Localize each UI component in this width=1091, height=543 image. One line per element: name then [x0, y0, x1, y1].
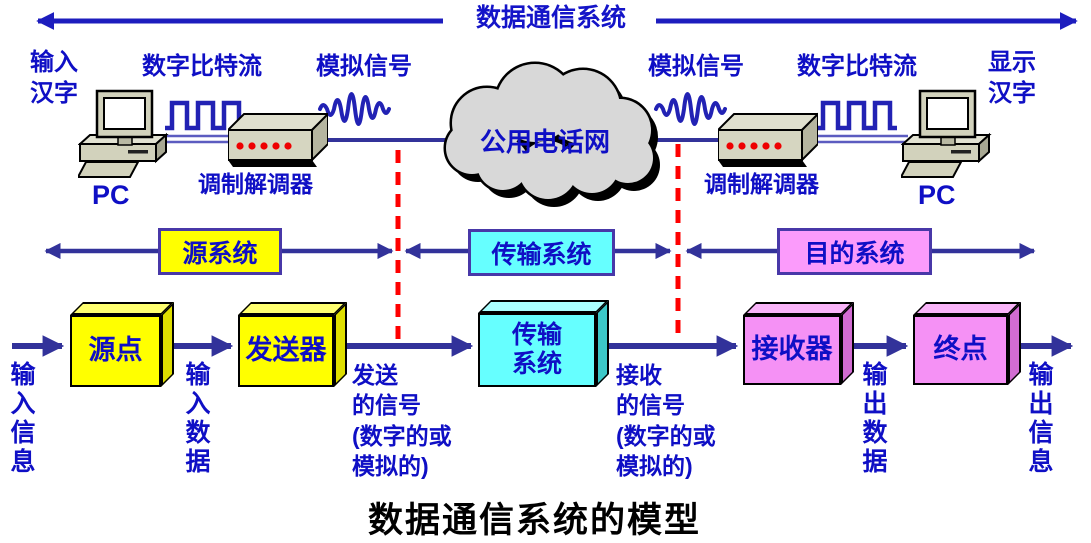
input-data-label: 输入数据 [182, 361, 210, 477]
modem-label-right: 调制解调器 [704, 171, 819, 197]
output-data-label: 输出数据 [859, 361, 887, 477]
pc-icon-right [901, 89, 992, 178]
box-destination-node-label: 终点 [913, 315, 1008, 385]
box-source-node: 源点 [70, 302, 174, 387]
network-cloud-label: 公用电话网 [479, 127, 610, 157]
box-receiver: 接收器 [743, 302, 854, 385]
box-transmitter: 发送器 [238, 302, 347, 387]
band-destination-system: 目的系统 [777, 228, 932, 275]
top-band-label: 数据通信系统 [475, 4, 626, 32]
box-transmission-system: 传输 系统 [478, 300, 609, 387]
pc-icon-left [78, 89, 169, 178]
pc-modem-link-right [808, 134, 908, 144]
bitstream-label-right: 数字比特流 [797, 53, 917, 80]
analog-signal-label-right: 模拟信号 [648, 53, 744, 80]
band-transmission-system: 传输系统 [468, 229, 615, 276]
band-source-system: 源系统 [158, 228, 282, 275]
pc-label-left: PC [92, 180, 130, 210]
received-signal-label: 接收 的信号 (数字的或 模拟的) [616, 362, 716, 480]
modem-icon-left [228, 112, 328, 167]
input-info-label: 输入信息 [7, 361, 35, 477]
modem-label-left: 调制解调器 [198, 171, 313, 197]
box-transmission-system-label: 传输 系统 [478, 313, 596, 387]
sent-signal-label: 发送 的信号 (数字的或 模拟的) [352, 362, 452, 480]
sine-wave-icon-right [654, 92, 727, 126]
output-info-label: 输出信息 [1025, 361, 1053, 477]
analog-signal-label-left: 模拟信号 [316, 53, 412, 80]
cloud-shape [443, 61, 660, 207]
square-wave-icon-right [816, 100, 897, 131]
box-receiver-label: 接收器 [743, 315, 841, 385]
box-transmitter-label: 发送器 [238, 315, 334, 387]
box-source-node-label: 源点 [70, 315, 161, 387]
sine-wave-icon-left [318, 92, 391, 126]
input-hanzi-label: 输入 汉字 [30, 49, 78, 107]
display-hanzi-label: 显示 汉字 [988, 49, 1036, 107]
bitstream-label-left: 数字比特流 [142, 53, 262, 80]
diagram-title: 数据通信系统的模型 [368, 501, 702, 540]
modem-icon-right [718, 112, 818, 167]
square-wave-icon-left [165, 100, 246, 131]
pc-label-right: PC [918, 180, 956, 210]
box-destination-node: 终点 [913, 302, 1021, 385]
